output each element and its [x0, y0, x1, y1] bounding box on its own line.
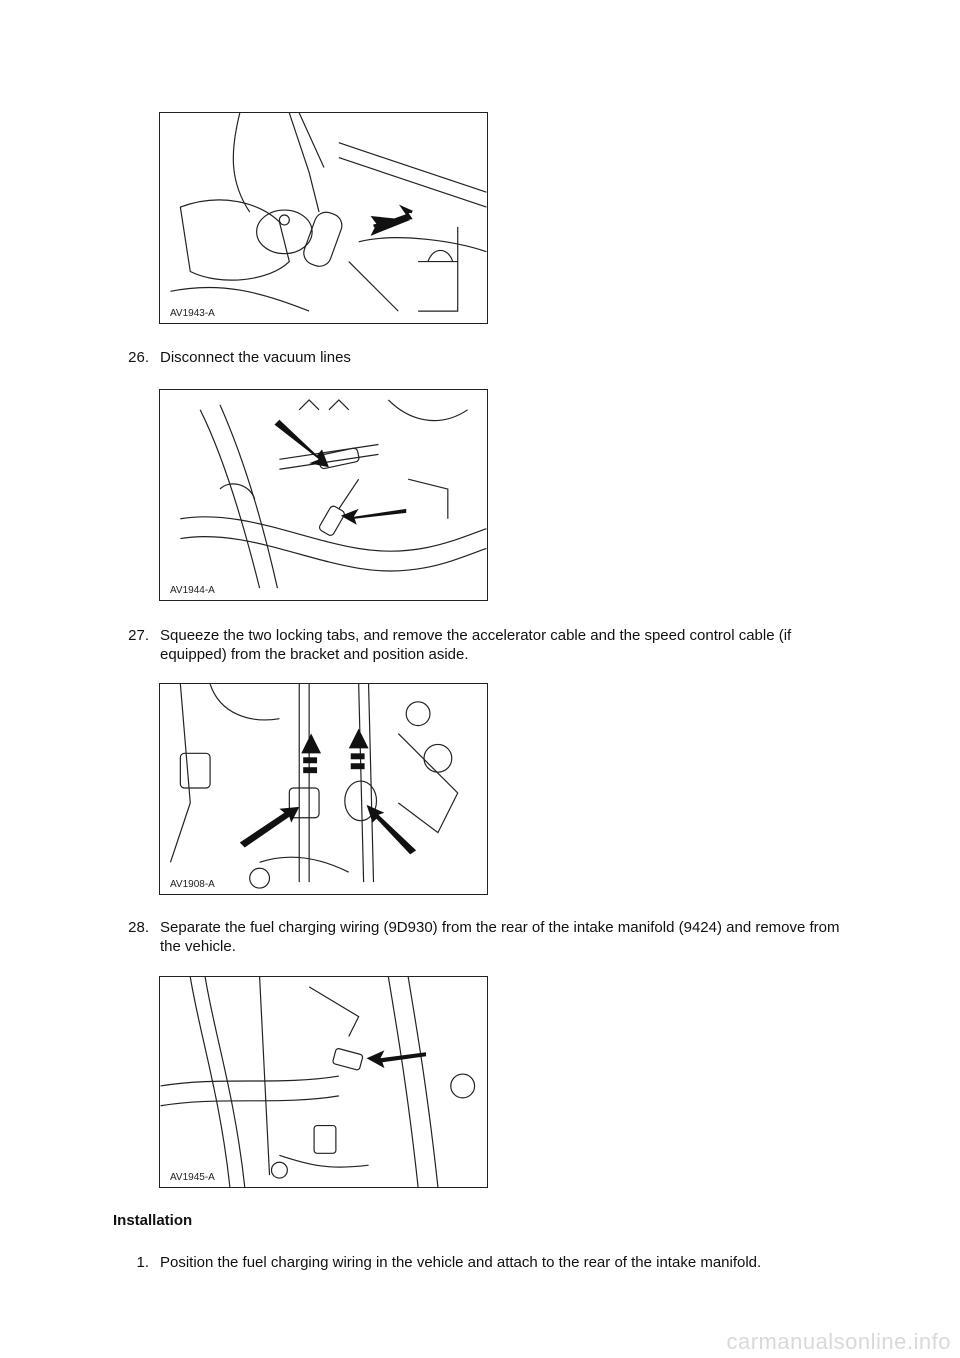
vacuum-lines-drawing — [180, 399, 487, 589]
illustration-av1945: AV1945-A — [159, 976, 488, 1188]
figure-label: AV1908-A — [170, 879, 215, 890]
illustration-av1943: AV1943-A — [159, 112, 488, 324]
figure-label: AV1945-A — [170, 1172, 215, 1183]
step-text: Position the fuel charging wiring in the… — [160, 1254, 762, 1271]
step-text: Squeeze the two locking tabs, and remove… — [160, 627, 792, 663]
fuel-charging-wiring-drawing — [160, 977, 476, 1187]
step-number: 1. — [136, 1254, 149, 1271]
figure-label: AV1943-A — [170, 308, 215, 319]
engine-throttle-drawing — [170, 113, 487, 312]
watermark: carmanualsonline.info — [726, 1329, 951, 1354]
step-text: Disconnect the vacuum lines — [160, 349, 351, 366]
step-text: Separate the fuel charging wiring (9D930… — [160, 919, 840, 955]
cable-bracket-drawing — [169, 684, 459, 889]
step-number: 26. — [128, 349, 149, 366]
step-number: 28. — [128, 919, 149, 936]
step-number: 27. — [128, 627, 149, 644]
figure-label: AV1944-A — [170, 585, 215, 596]
illustration-av1908: AV1908-A — [159, 683, 488, 895]
section-heading-installation: Installation — [113, 1212, 193, 1229]
illustration-av1944: AV1944-A — [159, 389, 488, 601]
